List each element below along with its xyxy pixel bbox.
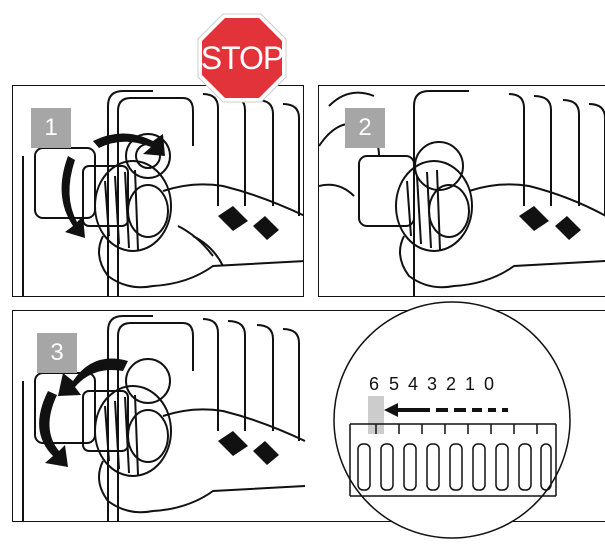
scale-number-6: 6: [369, 374, 379, 395]
stop-sign: STOP: [196, 12, 288, 104]
scale-number-1: 1: [465, 374, 475, 395]
stop-label: STOP: [196, 12, 288, 104]
scale-number-4: 4: [408, 374, 418, 395]
scale-number-3: 3: [427, 374, 437, 395]
scale-number-5: 5: [389, 374, 399, 395]
scale-number-0: 0: [484, 374, 494, 395]
scale-number-2: 2: [446, 374, 456, 395]
